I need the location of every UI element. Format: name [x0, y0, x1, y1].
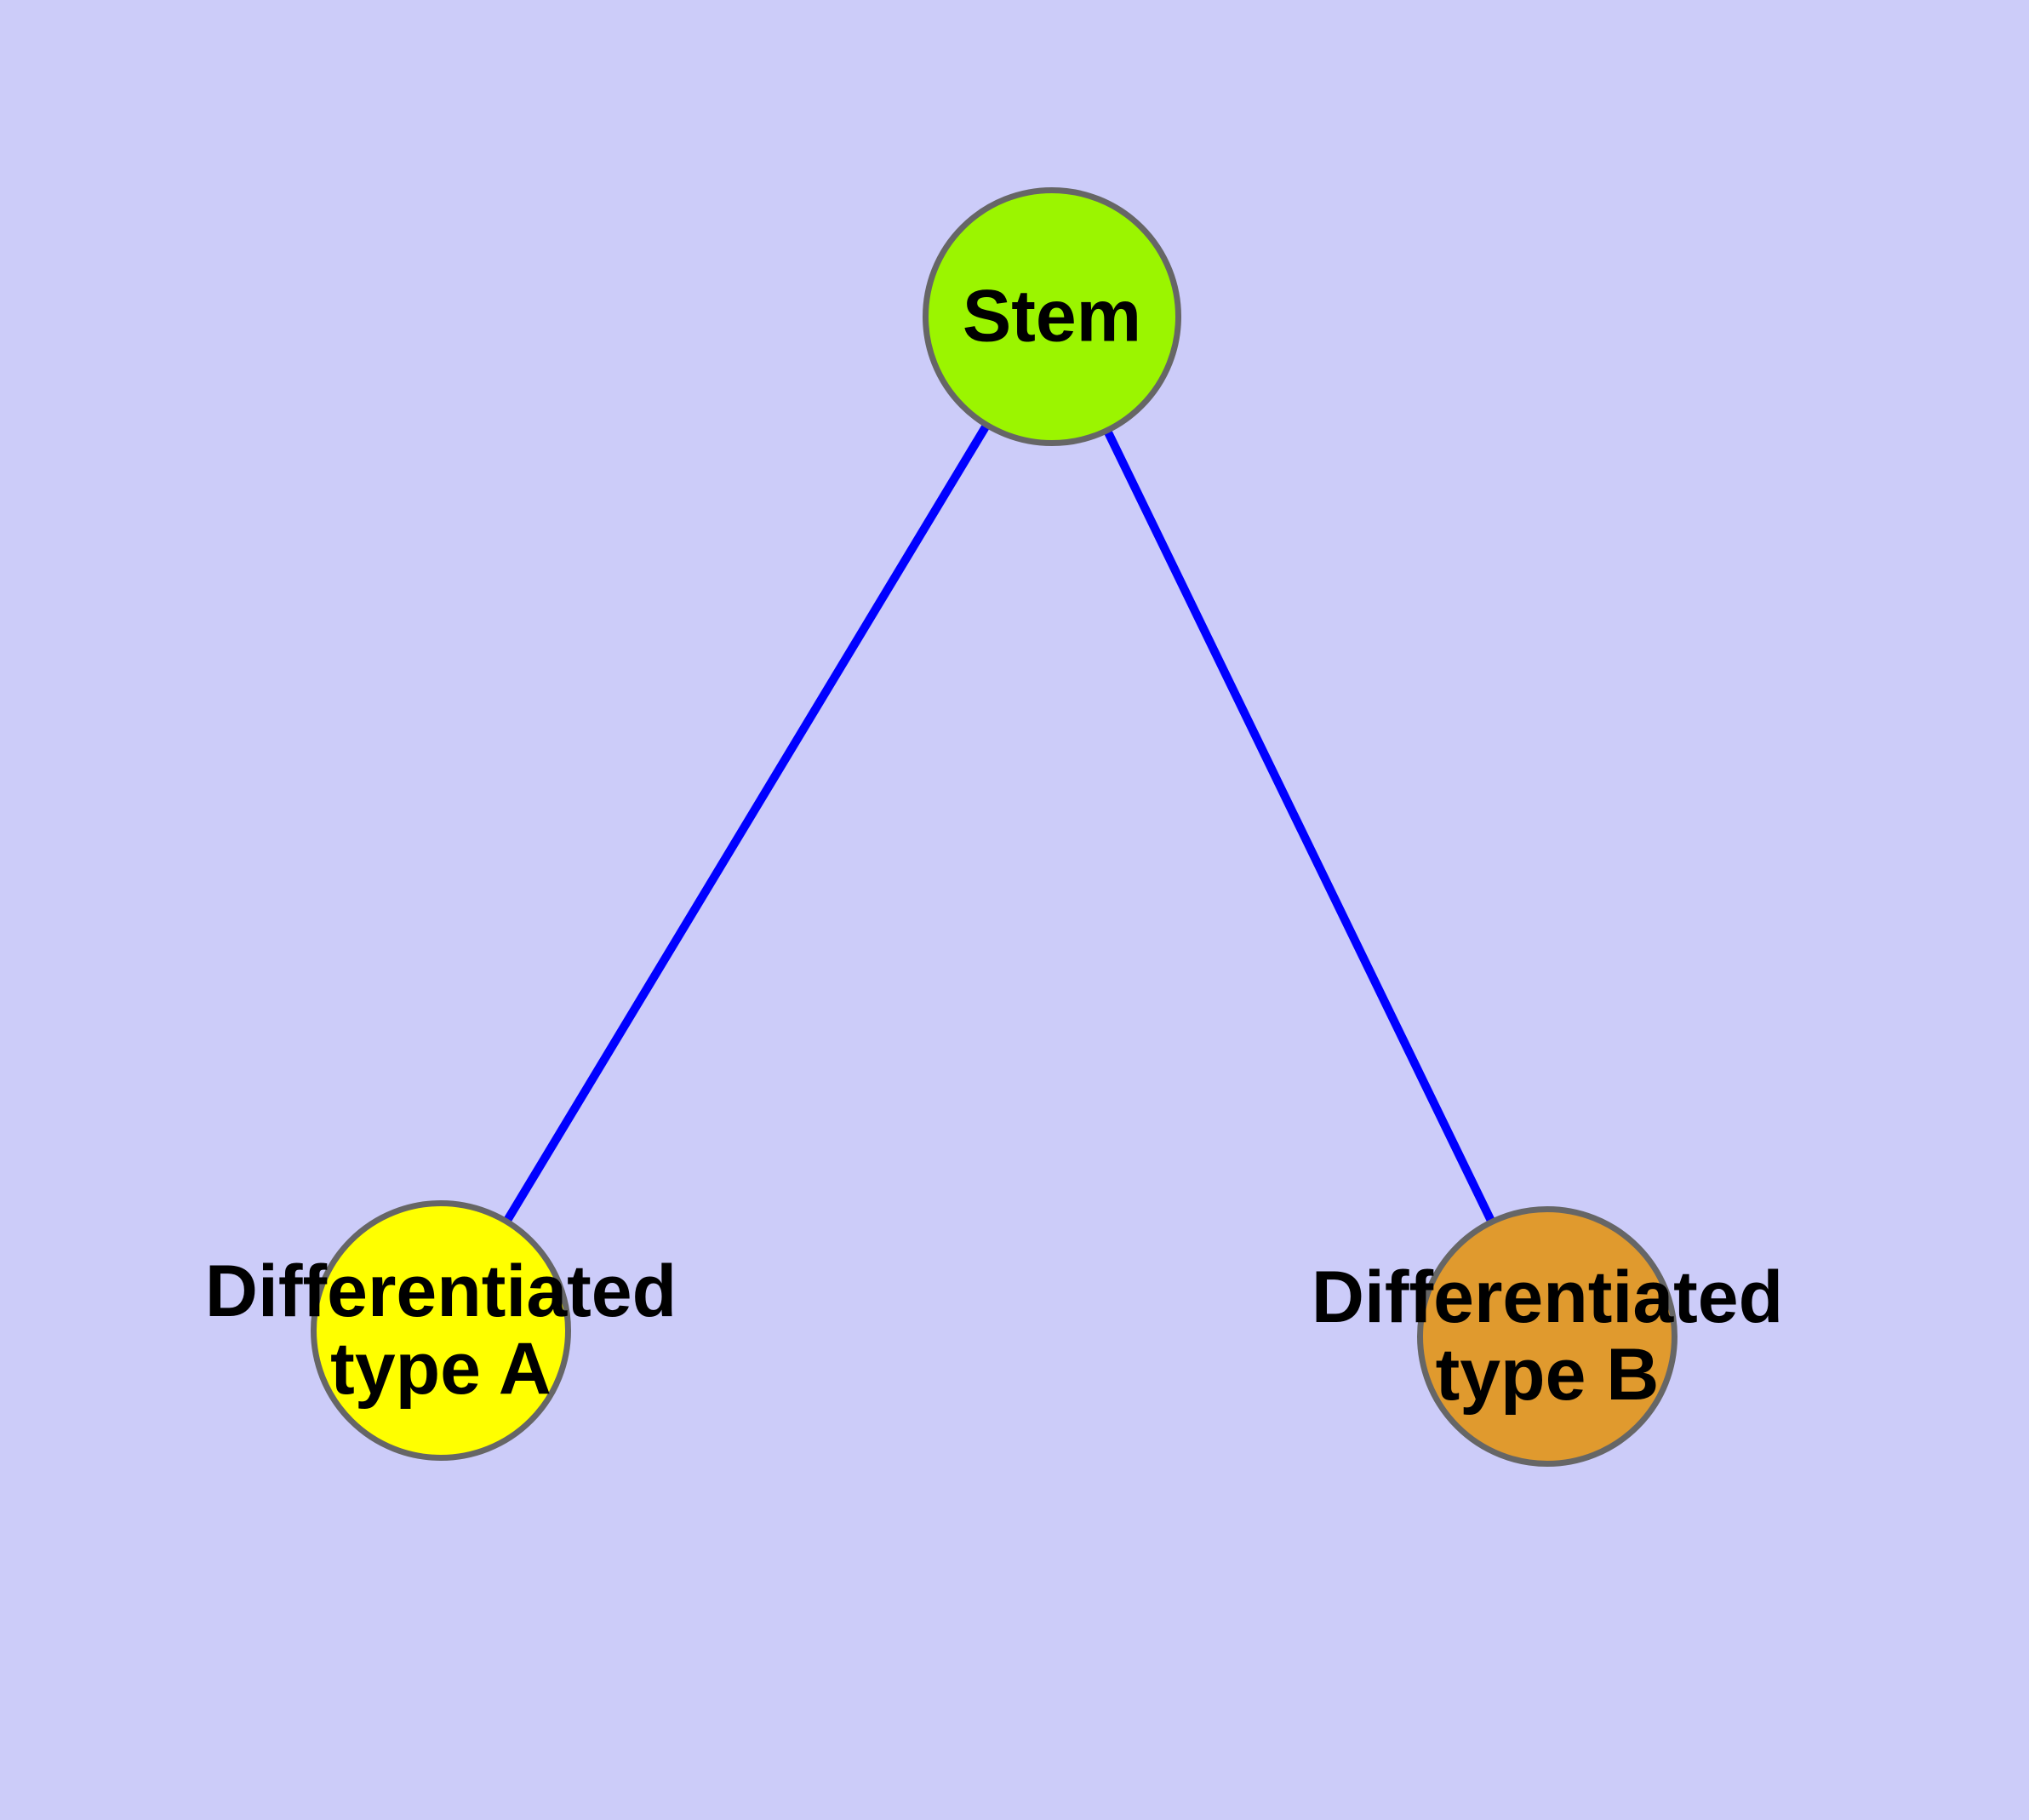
graph-edge-stem-to-diff_a: [503, 423, 990, 1223]
edge-layer: [503, 423, 1495, 1223]
graph-edge-stem-to-diff_b: [1104, 429, 1495, 1223]
node-layer: [311, 187, 1677, 1467]
graph-node-stem[interactable]: [923, 187, 1181, 446]
graph-node-diff_a[interactable]: [311, 1200, 571, 1461]
graph-node-diff_b[interactable]: [1417, 1206, 1677, 1467]
